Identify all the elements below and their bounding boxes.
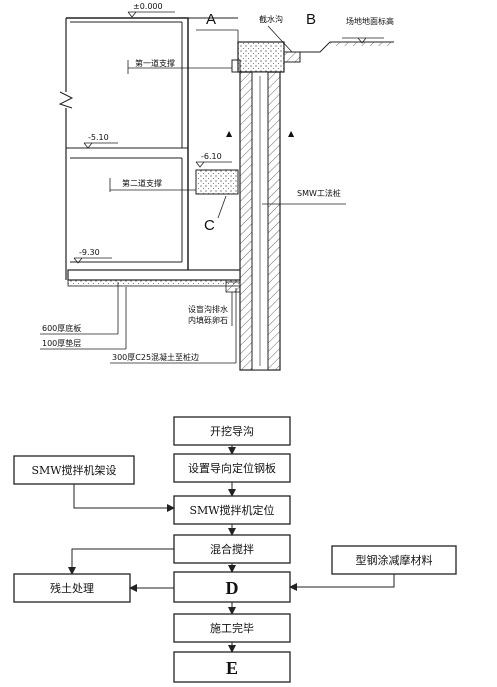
smw-pile-label: SMW工法桩 — [297, 188, 341, 198]
svg-text:施工完毕: 施工完毕 — [210, 621, 254, 635]
drain-note-1: 设盲沟排水 — [188, 304, 228, 314]
flow-side-right: 型钢涂减摩材料 — [331, 545, 457, 575]
svg-text:E: E — [226, 658, 238, 678]
svg-text:第二道支撑: 第二道支撑 — [122, 178, 162, 188]
svg-text:开挖导沟: 开挖导沟 — [210, 424, 254, 438]
flow-step-4: 混合搅拌 — [173, 534, 291, 564]
arrow-right-step5 — [289, 574, 395, 591]
break-symbol — [58, 91, 74, 109]
flow-step-6: 施工完毕 — [173, 613, 291, 643]
svg-text:第一道支撑: 第一道支撑 — [135, 58, 175, 68]
svg-text:▲: ▲ — [226, 129, 233, 138]
svg-text:SMW搅拌机架设: SMW搅拌机架设 — [31, 463, 116, 477]
flow-side-left-1: SMW搅拌机架设 — [13, 455, 135, 485]
svg-text:场地地面标高: 场地地面标高 — [346, 16, 394, 26]
flow-step-1: 开挖导沟 — [173, 416, 291, 446]
concrete-fill-label: 300厚C25混凝土至桩边 — [112, 352, 199, 362]
svg-text:混合搅拌: 混合搅拌 — [210, 542, 254, 556]
svg-text:±0.000: ±0.000 — [133, 2, 163, 11]
label-a: A — [206, 11, 216, 28]
elevation-610: -6.10 — [195, 152, 232, 168]
svg-text:D: D — [226, 578, 239, 598]
svg-text:SMW搅拌机定位: SMW搅拌机定位 — [189, 503, 274, 517]
cushion-label: 100厚垫层 — [42, 338, 81, 348]
smw-pile — [239, 71, 281, 371]
cap-beam — [237, 41, 285, 73]
flowchart: 开挖导沟 设置导向定位钢板 SMW搅拌机定位 混合搅拌 D 施工完毕 E — [13, 416, 457, 683]
svg-text:型钢涂减摩材料: 型钢涂减摩材料 — [356, 553, 433, 567]
flow-side-left-2: 残土处理 — [13, 573, 131, 603]
svg-text:-6.10: -6.10 — [201, 152, 222, 161]
svg-text:-5.10: -5.10 — [88, 133, 109, 142]
arrow-left1-step3 — [73, 484, 175, 512]
elevation-930: -9.30 — [73, 248, 112, 264]
arrow-step4-left2 — [68, 548, 174, 575]
drain-note-2: 内填砾卵石 — [188, 315, 228, 325]
ground-level: 场地地面标高 — [300, 16, 394, 53]
elevation-510: -5.10 — [83, 133, 118, 149]
flow-step-3: SMW搅拌机定位 — [173, 495, 291, 525]
support-2: 第二道支撑 — [109, 169, 239, 195]
section-drawing: ±0.000 -5.10 -6.10 -9.30 第一道支撑 — [40, 2, 394, 371]
flow-step-7: E — [173, 651, 291, 683]
label-c: C — [204, 217, 215, 234]
svg-text:▲: ▲ — [288, 129, 295, 138]
flow-step-2: 设置导向定位钢板 — [173, 453, 291, 483]
svg-text:设置导向定位钢板: 设置导向定位钢板 — [188, 461, 276, 475]
support-1: 第一道支撑 — [127, 58, 241, 74]
elevation-top: ±0.000 — [127, 2, 175, 18]
support-2-beam — [195, 169, 239, 195]
svg-text:截水沟: 截水沟 — [259, 14, 283, 24]
bottom-slab — [67, 269, 241, 293]
svg-text:残土处理: 残土处理 — [50, 581, 94, 595]
floor-slab-label: 600厚底板 — [42, 323, 81, 333]
label-b: B — [306, 11, 316, 28]
svg-text:-9.30: -9.30 — [79, 248, 100, 257]
flow-step-5: D — [173, 571, 291, 603]
